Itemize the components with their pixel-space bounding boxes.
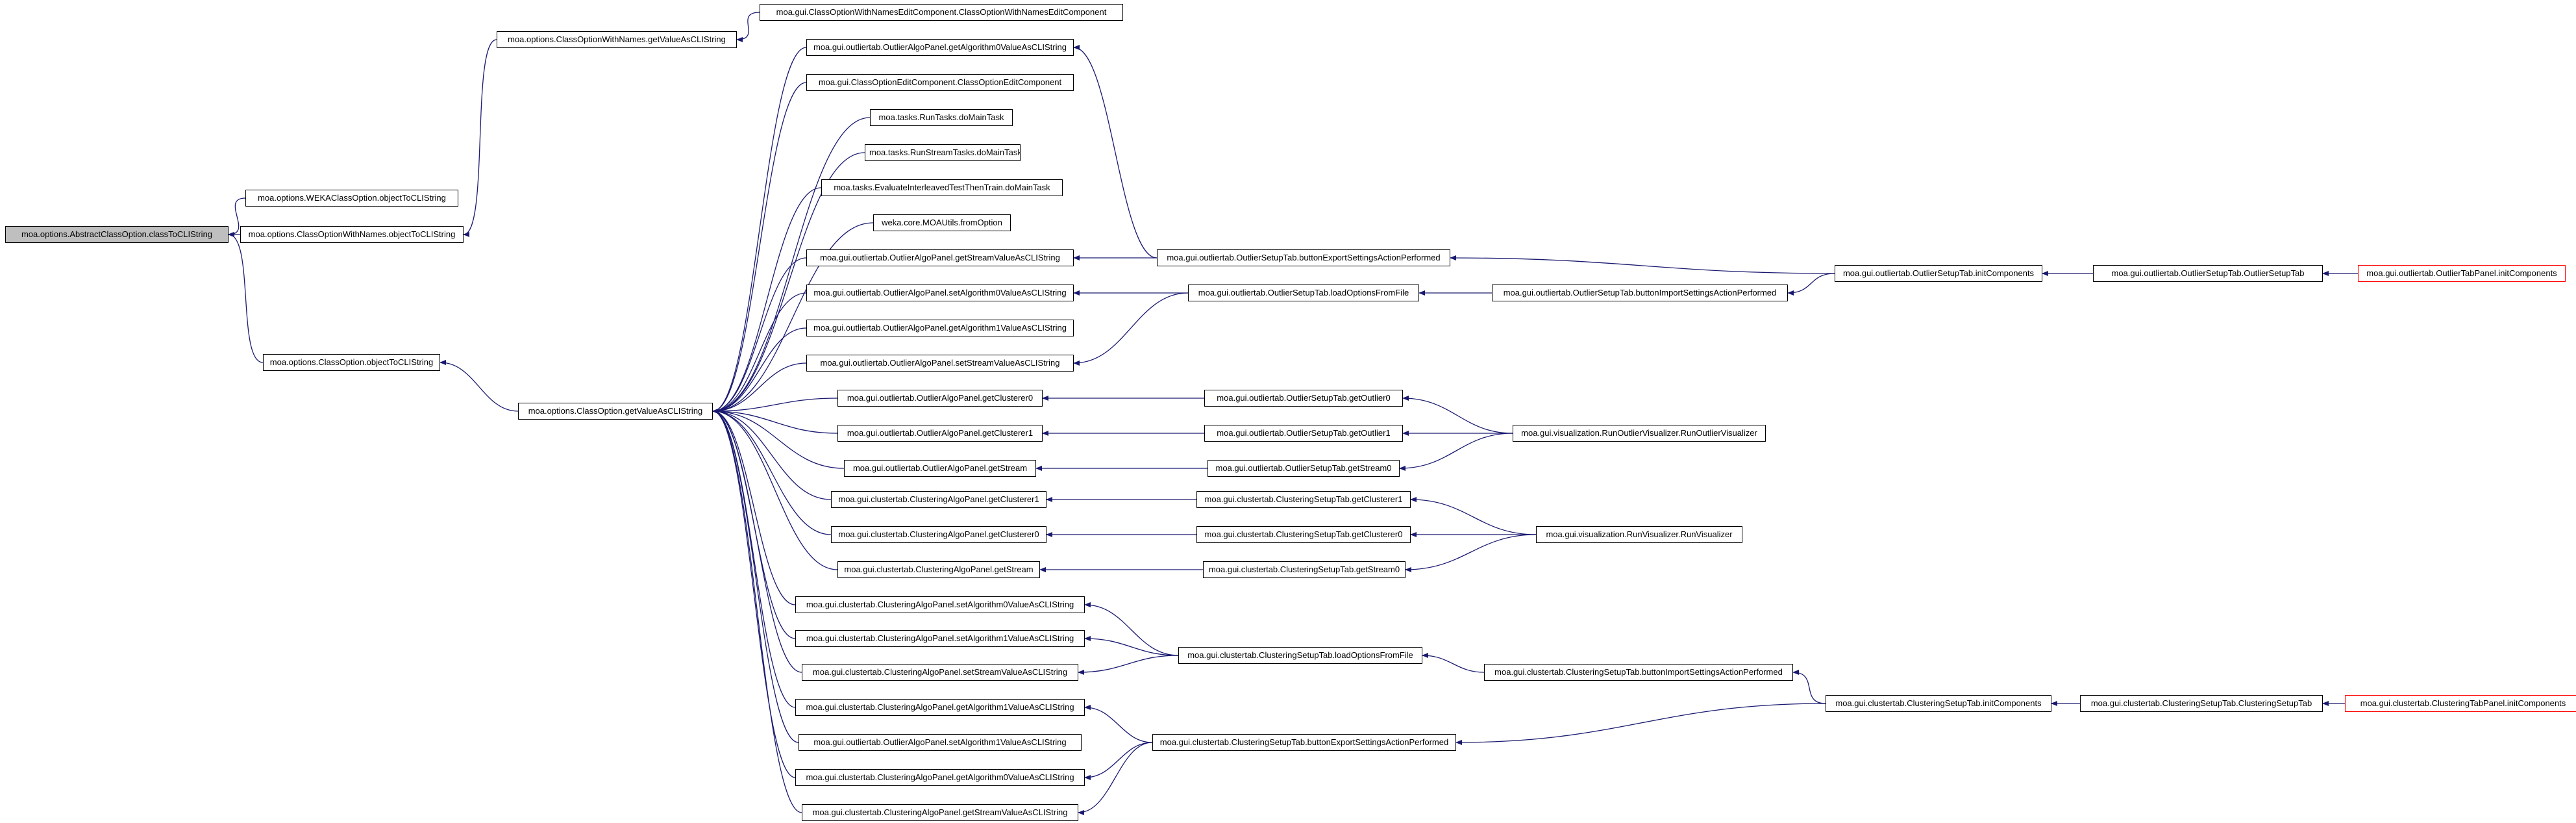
- node-ctp-initComponents[interactable]: moa.gui.clustertab.ClusteringTabPanel.in…: [2345, 695, 2576, 712]
- node-rov-ctor[interactable]: moa.gui.visualization.RunOutlierVisualiz…: [1513, 425, 1766, 442]
- node-cst-loadOptions[interactable]: moa.gui.clustertab.ClusteringSetupTab.lo…: [1178, 647, 1422, 664]
- node-cst-btnExport[interactable]: moa.gui.clustertab.ClusteringSetupTab.bu…: [1152, 734, 1456, 751]
- node-rv-ctor[interactable]: moa.gui.visualization.RunVisualizer.RunV…: [1536, 526, 1742, 543]
- node-oap-getAlg0[interactable]: moa.gui.outliertab.OutlierAlgoPanel.getA…: [806, 39, 1074, 56]
- node-weka-objToCLI[interactable]: moa.options.WEKAClassOption.objectToCLIS…: [245, 190, 458, 207]
- edge-cap-setAlg0-to-co-getValue: [712, 409, 796, 605]
- node-cst-getClusterer1[interactable]: moa.gui.clustertab.ClusteringSetupTab.ge…: [1196, 491, 1411, 508]
- node-cown-objToCLI[interactable]: moa.options.ClassOptionWithNames.objectT…: [240, 226, 464, 243]
- node-ost-getOutlier0[interactable]: moa.gui.outliertab.OutlierSetupTab.getOu…: [1204, 390, 1403, 407]
- node-ost-loadOptions[interactable]: moa.gui.outliertab.OutlierSetupTab.loadO…: [1188, 285, 1419, 301]
- node-ost-btnExport[interactable]: moa.gui.outliertab.OutlierSetupTab.butto…: [1157, 249, 1450, 266]
- node-cst-getStream0[interactable]: moa.gui.clustertab.ClusteringSetupTab.ge…: [1203, 561, 1406, 578]
- node-ost-initComponents[interactable]: moa.gui.outliertab.OutlierSetupTab.initC…: [1835, 265, 2042, 282]
- edge-cst-loadOptions-to-cap-setStream: [1078, 655, 1179, 675]
- node-oap-getClusterer1[interactable]: moa.gui.outliertab.OutlierAlgoPanel.getC…: [837, 425, 1043, 442]
- node-cap-setStream[interactable]: moa.gui.clustertab.ClusteringAlgoPanel.s…: [802, 664, 1078, 681]
- edge-cst-btnExport-to-cap-getAlg1: [1084, 705, 1153, 743]
- node-ost-getStream0[interactable]: moa.gui.outliertab.OutlierSetupTab.getSt…: [1208, 460, 1400, 477]
- node-oap-getStream[interactable]: moa.gui.outliertab.OutlierAlgoPanel.getS…: [806, 249, 1074, 266]
- edge-cst-initComponents-to-cst-btnExport: [1455, 703, 1826, 745]
- edge-cst-btnImport-to-cst-loadOptions: [1422, 653, 1485, 673]
- edge-weka-fromOption-to-co-getValue: [712, 222, 874, 414]
- edge-oap-getAlg1-to-co-getValue: [712, 327, 807, 414]
- node-cap-getClusterer0[interactable]: moa.gui.clustertab.ClusteringAlgoPanel.g…: [831, 526, 1046, 543]
- node-cowned-ctor[interactable]: moa.gui.ClassOptionWithNamesEditComponen…: [760, 4, 1123, 21]
- node-ost-ctor[interactable]: moa.gui.outliertab.OutlierSetupTab.Outli…: [2093, 265, 2323, 282]
- edge-cst-loadOptions-to-cap-setAlg1: [1084, 636, 1179, 656]
- edge-cap-getStreamM-to-co-getValue: [712, 409, 838, 570]
- edge-oap-getAlg0-to-co-getValue: [712, 47, 807, 414]
- edge-cowned-ctor-to-cown-getValue: [736, 12, 760, 42]
- edge-cap-getClusterer1-to-co-getValue: [712, 409, 832, 500]
- edge-ost-initComponents-to-ost-btnImport: [1787, 273, 1835, 296]
- edge-ost-initComponents-to-ost-btnExport: [1450, 255, 1835, 274]
- edge-cap-getAlg1-to-co-getValue: [712, 409, 796, 708]
- node-cown-getValue[interactable]: moa.options.ClassOptionWithNames.getValu…: [497, 31, 737, 48]
- node-oap-setStream[interactable]: moa.gui.outliertab.OutlierAlgoPanel.setS…: [806, 355, 1074, 372]
- edge-cst-initComponents-to-cst-btnImport: [1792, 670, 1826, 704]
- node-cap-setAlg0[interactable]: moa.gui.clustertab.ClusteringAlgoPanel.s…: [795, 596, 1085, 613]
- edge-co-objToCLI-to-root: [228, 232, 264, 363]
- edge-runtasks-to-co-getValue: [712, 117, 871, 414]
- edge-ost-loadOptions-to-oap-setStream: [1073, 292, 1189, 366]
- node-cst-initComponents[interactable]: moa.gui.clustertab.ClusteringSetupTab.in…: [1826, 695, 2051, 712]
- node-oap-setAlg0[interactable]: moa.gui.outliertab.OutlierAlgoPanel.setA…: [806, 285, 1074, 301]
- node-ost-btnImport[interactable]: moa.gui.outliertab.OutlierSetupTab.butto…: [1492, 285, 1788, 301]
- edge-oap-getClusterer0-to-co-getValue: [712, 398, 838, 414]
- node-oap-getClusterer0[interactable]: moa.gui.outliertab.OutlierAlgoPanel.getC…: [837, 390, 1043, 407]
- node-cap-setAlg1[interactable]: moa.gui.clustertab.ClusteringAlgoPanel.s…: [795, 630, 1085, 647]
- node-ost-getOutlier1[interactable]: moa.gui.outliertab.OutlierSetupTab.getOu…: [1204, 425, 1403, 442]
- node-cst-btnImport[interactable]: moa.gui.clustertab.ClusteringSetupTab.bu…: [1484, 664, 1793, 681]
- node-cap-getStream[interactable]: moa.gui.clustertab.ClusteringAlgoPanel.g…: [802, 804, 1078, 821]
- node-otp-initComponents[interactable]: moa.gui.outliertab.OutlierTabPanel.initC…: [2358, 265, 2566, 282]
- edge-oap-getStreamM-to-co-getValue: [712, 409, 845, 469]
- node-runtasks[interactable]: moa.tasks.RunTasks.doMainTask: [870, 109, 1013, 126]
- node-cst-ctor[interactable]: moa.gui.clustertab.ClusteringSetupTab.Cl…: [2080, 695, 2323, 712]
- node-cap-getAlg0[interactable]: moa.gui.clustertab.ClusteringAlgoPanel.g…: [795, 769, 1085, 786]
- node-cap-getClusterer1[interactable]: moa.gui.clustertab.ClusteringAlgoPanel.g…: [831, 491, 1046, 508]
- node-oap-setAlg1[interactable]: moa.gui.outliertab.OutlierAlgoPanel.setA…: [799, 734, 1082, 751]
- edge-oap-getStream-to-co-getValue: [712, 257, 807, 414]
- node-oap-getStreamM[interactable]: moa.gui.outliertab.OutlierAlgoPanel.getS…: [844, 460, 1036, 477]
- edge-weka-objToCLI-to-root: [228, 197, 246, 237]
- edge-cap-getClusterer0-to-co-getValue: [712, 409, 832, 535]
- node-coe-ctor[interactable]: moa.gui.ClassOptionEditComponent.ClassOp…: [806, 74, 1074, 91]
- node-weka-fromOption[interactable]: weka.core.MOAUtils.fromOption: [873, 214, 1011, 231]
- node-cap-getAlg1[interactable]: moa.gui.clustertab.ClusteringAlgoPanel.g…: [795, 699, 1085, 716]
- node-cap-getStreamM[interactable]: moa.gui.clustertab.ClusteringAlgoPanel.g…: [837, 561, 1040, 578]
- node-runstream[interactable]: moa.tasks.RunStreamTasks.doMainTask: [865, 144, 1021, 161]
- edge-ost-btnExport-to-oap-getAlg0: [1073, 45, 1158, 259]
- edge-co-getValue-to-co-objToCLI: [440, 360, 519, 412]
- node-co-objToCLI[interactable]: moa.options.ClassOption.objectToCLIStrin…: [263, 354, 440, 371]
- edge-rv-ctor-to-cst-getClusterer1: [1410, 497, 1537, 535]
- edge-cst-loadOptions-to-cap-setAlg0: [1084, 602, 1179, 656]
- edge-cst-btnExport-to-cap-getAlg0: [1084, 742, 1153, 780]
- node-oap-getAlg1[interactable]: moa.gui.outliertab.OutlierAlgoPanel.getA…: [806, 320, 1074, 336]
- node-co-getValue[interactable]: moa.options.ClassOption.getValueAsCLIStr…: [518, 403, 713, 420]
- edge-runstream-to-co-getValue: [712, 152, 865, 414]
- edge-oap-getClusterer1-to-co-getValue: [712, 409, 838, 434]
- edge-cap-getStream-to-co-getValue: [712, 409, 802, 813]
- edge-rov-ctor-to-ost-getStream0: [1399, 433, 1513, 471]
- node-root[interactable]: moa.options.AbstractClassOption.classToC…: [5, 226, 229, 243]
- node-cst-getClusterer0[interactable]: moa.gui.clustertab.ClusteringSetupTab.ge…: [1196, 526, 1411, 543]
- edge-oap-setStream-to-co-getValue: [712, 362, 807, 414]
- edge-oap-setAlg0-to-co-getValue: [712, 292, 807, 414]
- edge-oap-setAlg1-to-co-getValue: [712, 409, 799, 743]
- node-evalinter[interactable]: moa.tasks.EvaluateInterleavedTestThenTra…: [821, 179, 1063, 196]
- edge-rov-ctor-to-ost-getOutlier0: [1402, 396, 1513, 434]
- edge-rv-ctor-to-cst-getStream0: [1405, 534, 1537, 572]
- edge-cown-getValue-to-cown-objToCLI: [463, 39, 497, 237]
- edge-cap-setStream-to-co-getValue: [712, 409, 802, 673]
- edge-coe-ctor-to-co-getValue: [712, 82, 807, 414]
- edge-cst-btnExport-to-cap-getStream: [1078, 742, 1153, 815]
- edge-evalinter-to-co-getValue: [712, 187, 822, 414]
- edge-cap-getAlg0-to-co-getValue: [712, 409, 796, 778]
